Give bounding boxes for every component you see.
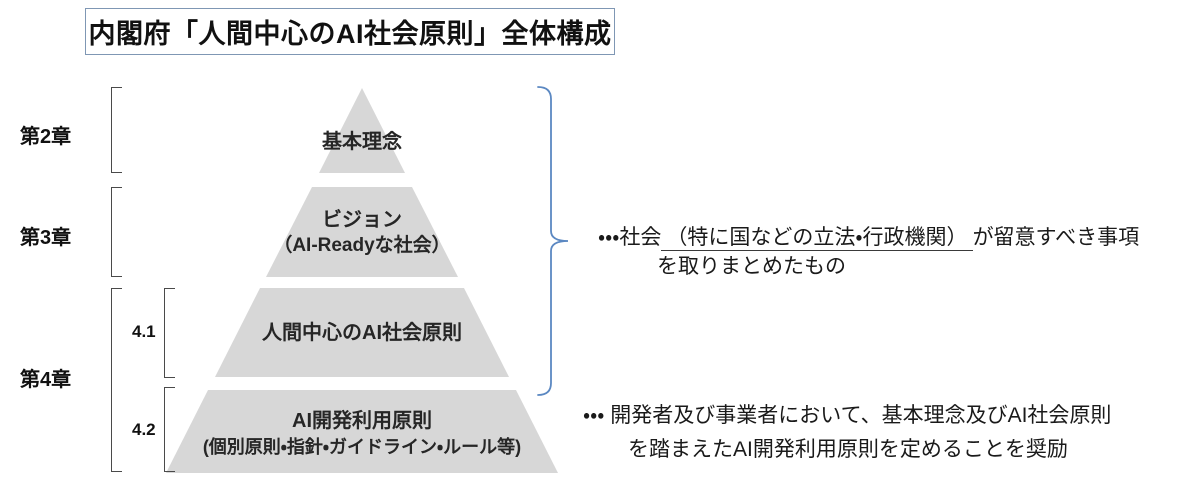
level4-subtitle: (個別原則・指針・ガイドライン・ルール等) [202, 437, 522, 457]
pyramid-level1-shape [319, 88, 405, 173]
diagram-title: 内閣府「人間中心のAI社会原則」全体構成 [88, 19, 612, 49]
section-4-1-bracket [164, 288, 175, 378]
chapter2-label: 第2章 [20, 126, 72, 148]
level2-title: ビジョン [322, 209, 402, 231]
pyramid-level4-label: AI開発利用原則 (個別原則・指針・ガイドライン・ルール等) [142, 408, 582, 460]
section-4-1-label: 4.1 [132, 322, 156, 341]
pyramid-level2-label: ビジョン （AI-Readyな社会） [142, 207, 582, 259]
level2-subtitle: （AI-Readyな社会） [273, 235, 451, 256]
annotation1-underlined: （特に国などの立法・行政機関） [661, 226, 973, 251]
annotation-society-line1: ・・・社会（特に国などの立法・行政機関）が留意すべき事項 [598, 224, 1139, 252]
section-4-2-label: 4.2 [132, 420, 156, 439]
level4-title: AI開発利用原則 [292, 410, 432, 432]
annotation-society-line2: を取りまとめたもの [657, 255, 846, 278]
level3-title: 人間中心のAI社会原則 [262, 322, 462, 344]
annotation1-prefix: ・・・社会 [598, 226, 662, 249]
pyramid-level1-label: 基本理念 [142, 129, 582, 155]
level1-title: 基本理念 [322, 131, 402, 153]
chapter2-bracket [111, 87, 122, 173]
pyramid-level2-shape [266, 187, 458, 277]
chapter3-bracket [111, 187, 122, 277]
pyramid-graphic [166, 88, 558, 473]
chapter3-label: 第3章 [20, 227, 72, 249]
pyramid-level4-shape [166, 390, 558, 473]
annotation-developers-line1: ・・・ 開発者及び事業者において、基本理念及びAI社会原則 [583, 404, 1112, 427]
chapter4-bracket [111, 288, 122, 472]
scope-brace [537, 86, 569, 396]
annotation-developers-line2: を踏まえたAI開発利用原則を定めることを奨励 [628, 438, 1068, 461]
pyramid-level3-label: 人間中心のAI社会原則 [142, 320, 582, 346]
annotation1-suffix: が留意すべき事項 [972, 226, 1140, 249]
chapter4-label: 第4章 [20, 369, 72, 391]
diagram-title-box: 内閣府「人間中心のAI社会原則」全体構成 [85, 8, 615, 55]
curly-brace-path [537, 86, 569, 396]
section-4-2-bracket [164, 387, 175, 472]
pyramid-level3-shape [215, 288, 509, 377]
